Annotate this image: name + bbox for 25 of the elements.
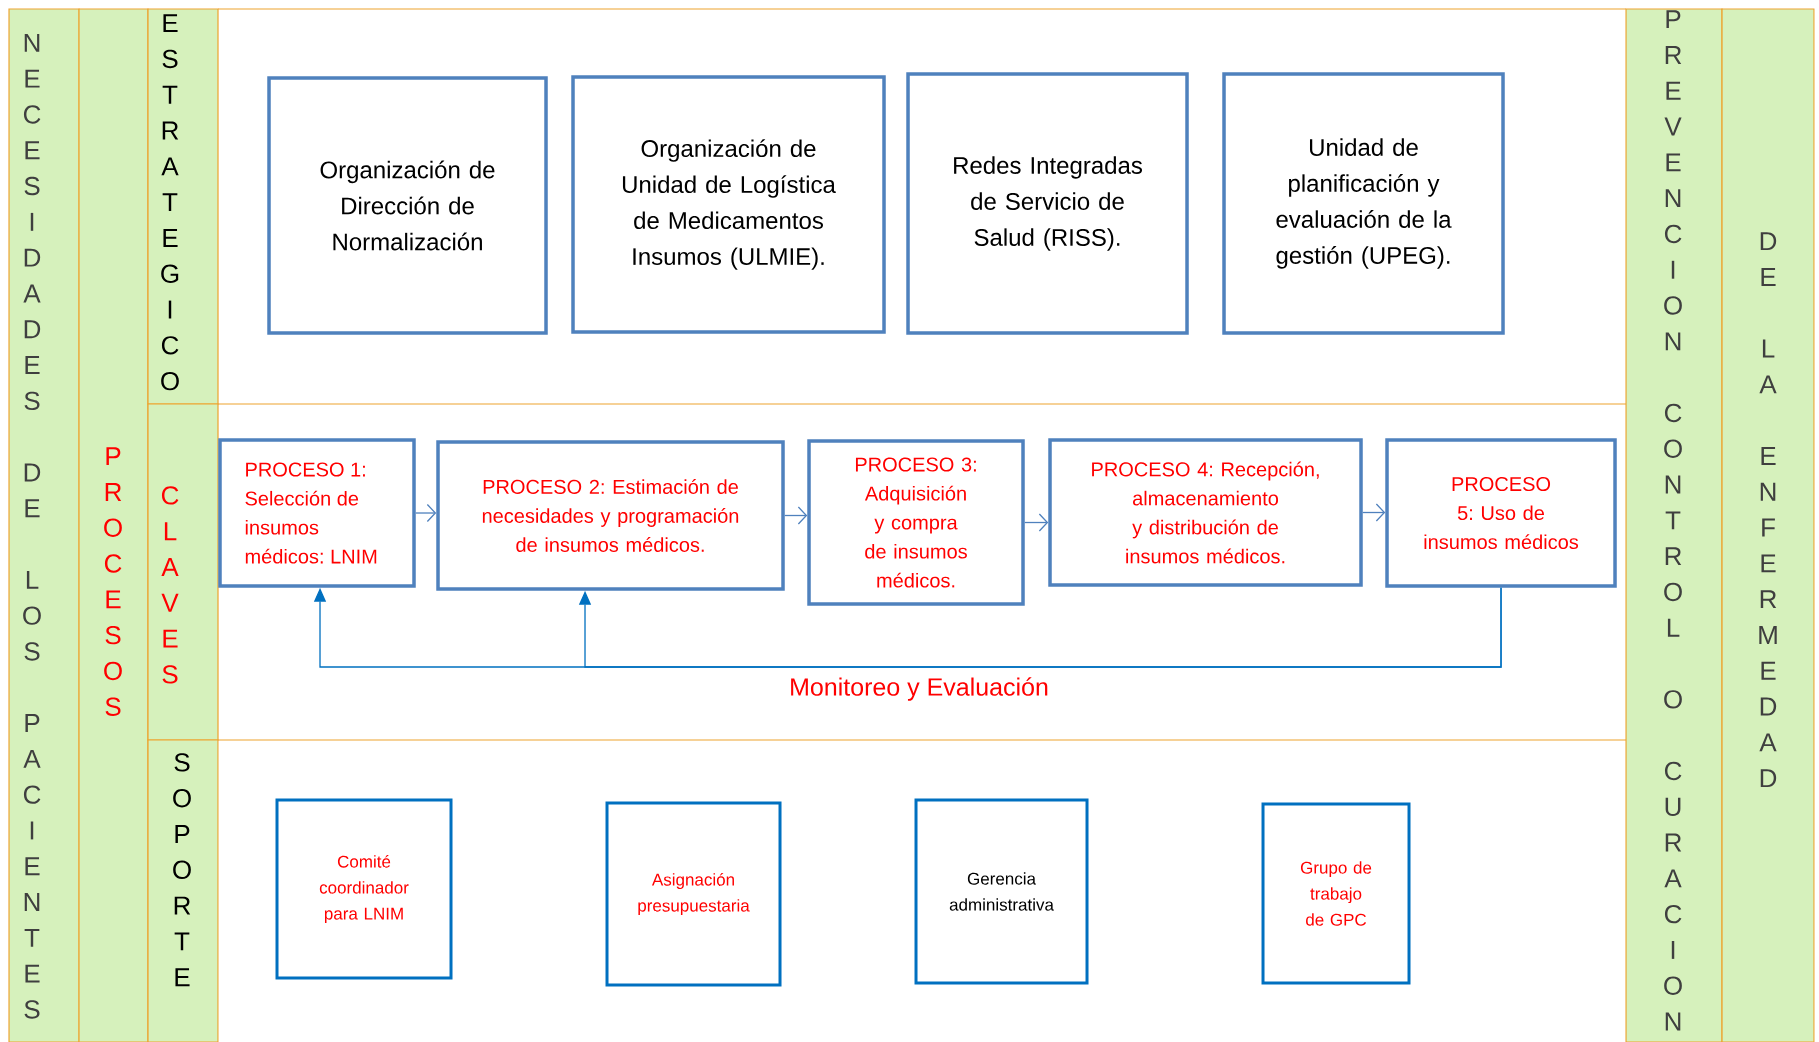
support-box: Gerencia administrativa <box>914 798 1089 985</box>
vertical-band: CLAVES <box>147 403 219 741</box>
support-box: Grupo de trabajo de GPC <box>1261 802 1411 985</box>
process-box: PROCESO 3: Adquisición y compra de insumos médicos. <box>807 439 1025 606</box>
arrow <box>1024 513 1049 532</box>
arrow <box>415 503 437 523</box>
arrow <box>784 506 808 525</box>
process-box: PROCESO 4: Recepción, almacenamiento y distribución de insumos médicos. <box>1048 438 1363 587</box>
process-box: PROCESO 5: Uso de insumos médicos <box>1385 438 1617 588</box>
vertical-band: NECESIDADES DE LOS PACIENTES <box>8 8 80 1042</box>
unit-box: Unidad de planificación y evaluación de la gestión (UPEG). <box>1222 72 1505 335</box>
vertical-band: DE LA ENFERMEDAD <box>1721 8 1815 1042</box>
support-box: Comité coordinador para LNIM <box>275 798 453 980</box>
vertical-band: ESTRATEGICO <box>147 8 219 405</box>
edge-label: Monitoreo y Evaluación <box>787 675 1051 703</box>
unit-box: Redes Integradas de Servicio de Salud (RISS). <box>906 72 1189 335</box>
process-box: PROCESO 1: Selección de insumos médicos: LNIM <box>218 438 416 588</box>
vertical-band: SOPORTE <box>147 739 219 1042</box>
arrow <box>1362 503 1386 522</box>
unit-box: Organización de Unidad de Logística de Medicamentos Insumos (ULMIE). <box>571 75 886 334</box>
vertical-band: PREVENCION CONTROL O CURACION <box>1625 8 1723 1042</box>
process-box: PROCESO 2: Estimación de necesidades y programación de insumos médicos. <box>436 440 785 591</box>
unit-box: Organización de Dirección de Normalización <box>267 76 548 335</box>
feedback-arrow <box>578 587 1502 668</box>
support-box: Asignación presupuestaria <box>605 801 782 987</box>
